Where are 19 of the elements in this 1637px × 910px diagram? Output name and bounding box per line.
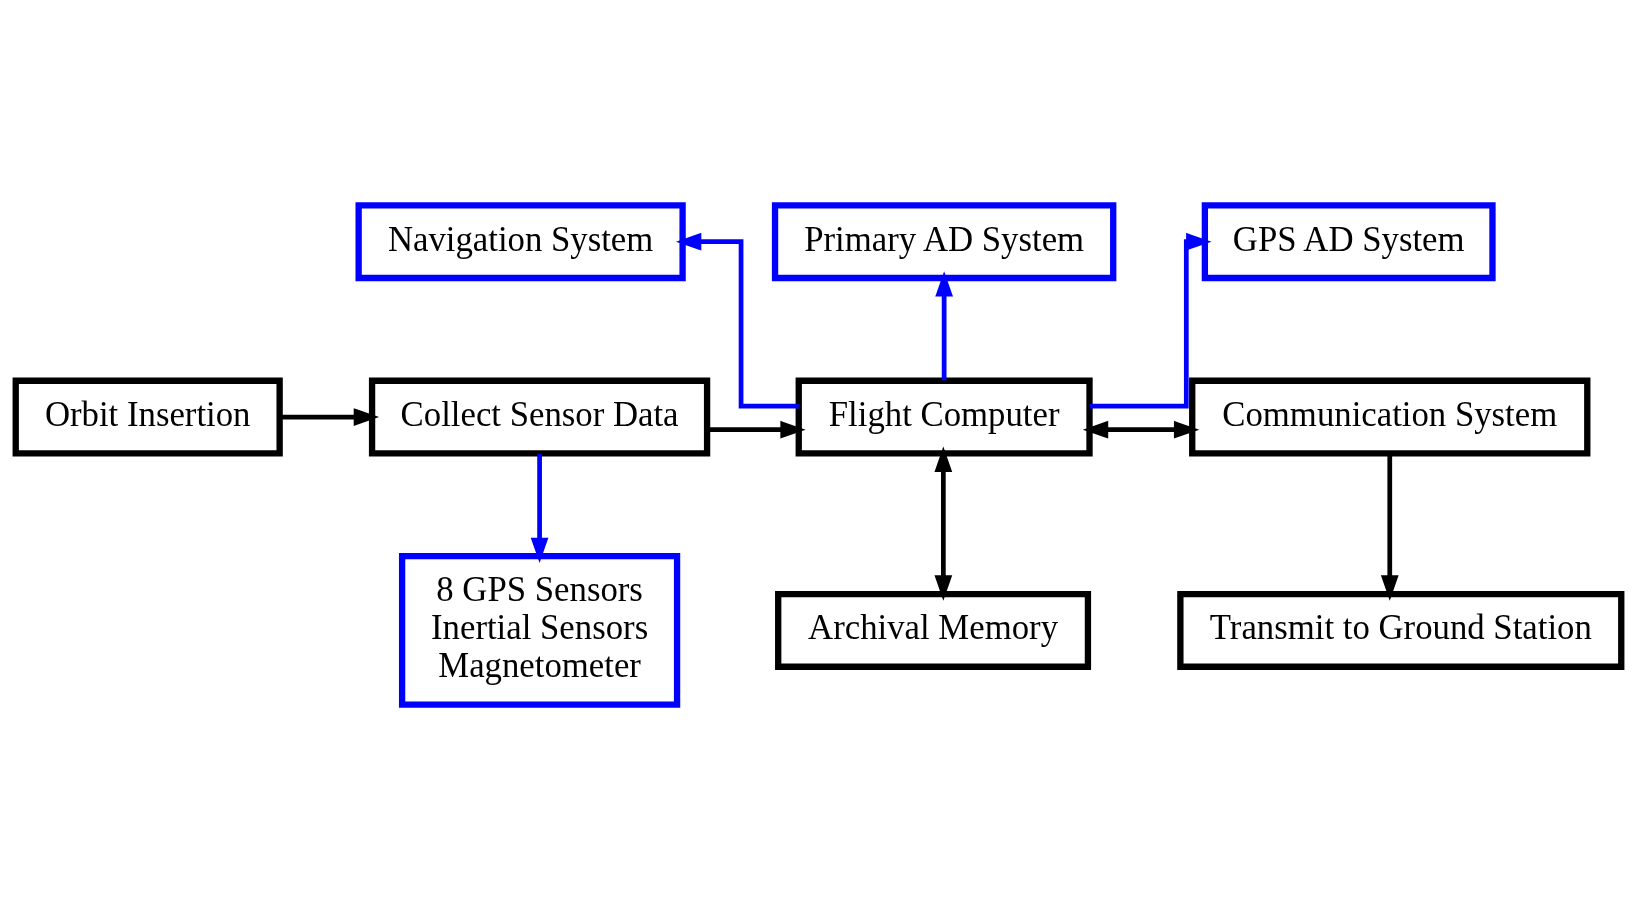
node-box: Archival Memory xyxy=(775,590,1092,670)
node-box: Collect Sensor Data xyxy=(368,377,711,457)
node-box: Navigation System xyxy=(355,202,686,282)
node-box: Flight Computer xyxy=(795,377,1093,457)
node-box: Primary AD System xyxy=(771,202,1117,282)
node-box: Orbit Insertion xyxy=(12,377,283,457)
arrow xyxy=(675,232,799,409)
arrow xyxy=(530,453,549,563)
arrow xyxy=(1082,420,1200,439)
node-box: GPS AD System xyxy=(1201,202,1496,282)
arrow xyxy=(279,408,380,426)
arrow xyxy=(1089,232,1212,409)
arrow xyxy=(935,271,953,381)
node-box: Communication System xyxy=(1189,377,1591,457)
arrow xyxy=(707,420,806,439)
arrow xyxy=(1380,453,1399,601)
arrow xyxy=(934,446,953,601)
node-box: 8 GPS Sensors Inertial Sensors Magnetometer xyxy=(398,553,681,708)
node-box: Transmit to Ground Station xyxy=(1177,590,1625,670)
